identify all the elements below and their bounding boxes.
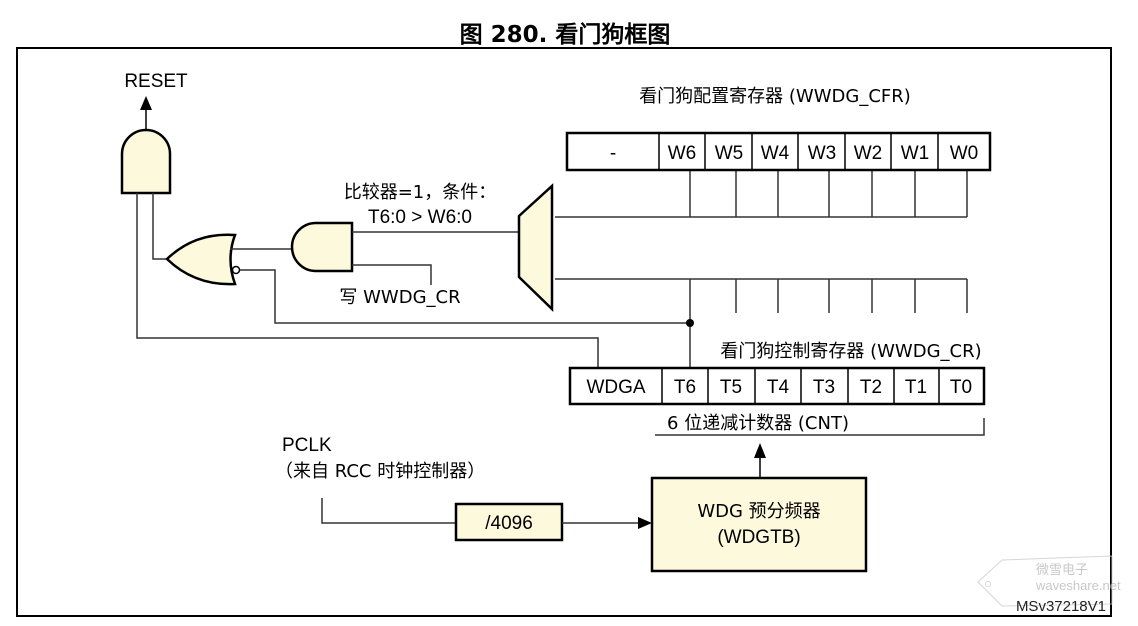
cr-cell-t3: T3 — [813, 377, 835, 398]
prescaler-arrow-icon — [638, 517, 652, 529]
write-cr-label: 写 WWDG_CR — [339, 287, 460, 308]
t6-feedback-wire — [240, 269, 690, 324]
cr-cell-wdga: WDGA — [586, 377, 645, 398]
or-gate-icon — [165, 233, 237, 286]
counter-label: 6 位递减计数器 (CNT) — [667, 413, 849, 434]
cr-cell-t6: T6 — [674, 377, 696, 398]
cfr-cell-w0: W0 — [950, 143, 979, 164]
or-output-wire — [152, 193, 172, 260]
write-and-gate-icon — [290, 221, 354, 273]
cfr-register-title: 看门狗配置寄存器 (WWDG_CFR) — [639, 86, 911, 107]
pclk-label: PCLK — [282, 435, 332, 456]
watermark-text: 微雪电子 — [1036, 562, 1088, 577]
comparator-label-line1: 比较器=1，条件： — [344, 182, 497, 203]
reset-label: RESET — [124, 71, 188, 92]
figure-frame — [16, 47, 1112, 617]
comparator-icon — [517, 183, 554, 312]
reset-arrow-icon — [140, 96, 152, 110]
cfr-cell-w6: W6 — [668, 143, 697, 164]
cfr-cell-w2: W2 — [854, 143, 883, 164]
pclk-source-label: （来自 RCC 时钟控制器） — [275, 461, 485, 482]
watermark-tag-icon — [977, 555, 1113, 607]
cfr-cell-w3: W3 — [808, 143, 837, 164]
watermark: 微雪电子 waveshare.net — [977, 555, 1121, 607]
cfr-bit-wires — [689, 171, 968, 217]
cr-cell-t2: T2 — [860, 377, 882, 398]
comparator-label-line2: T6:0 > W6:0 — [368, 207, 472, 228]
figure-title: 图 280. 看门狗框图 — [460, 21, 671, 48]
counter-arrow-icon — [754, 443, 766, 458]
junction-dot-icon — [686, 319, 694, 327]
cfr-cell-w1: W1 — [901, 143, 930, 164]
write-cr-wire — [352, 264, 432, 285]
inverter-bubble-icon — [231, 265, 241, 275]
cfr-register: - W6 W5 W4 W3 W2 W1 W0 — [565, 131, 992, 172]
prescaler-label-line2: (WDGTB) — [717, 527, 800, 548]
figure-id: MSv37218V1 — [1016, 598, 1106, 615]
watermark-url: waveshare.net — [1035, 578, 1121, 593]
divider-box — [454, 502, 564, 542]
wdga-wire — [136, 193, 599, 370]
cfr-cell-w5: W5 — [715, 143, 744, 164]
pclk-wire — [321, 498, 456, 524]
counter-bracket — [655, 418, 985, 436]
prescaler-box — [650, 476, 868, 573]
cr-cell-t5: T5 — [720, 377, 742, 398]
cr-register-title: 看门狗控制寄存器 (WWDG_CR) — [720, 341, 981, 362]
cfr-cell-reserved: - — [610, 143, 616, 164]
watermark-hole-icon — [985, 581, 991, 587]
cr-cell-t1: T1 — [905, 377, 927, 398]
divider-label: /4096 — [485, 513, 533, 534]
cr-register: WDGA T6 T5 T4 T3 T2 T1 T0 — [568, 366, 986, 406]
prescaler-label-line1: WDG 预分频器 — [697, 501, 820, 522]
cfr-cell-w4: W4 — [761, 143, 790, 164]
reset-and-gate-icon — [120, 128, 172, 195]
cr-cell-t0: T0 — [950, 377, 972, 398]
cr-cell-t4: T4 — [767, 377, 790, 398]
